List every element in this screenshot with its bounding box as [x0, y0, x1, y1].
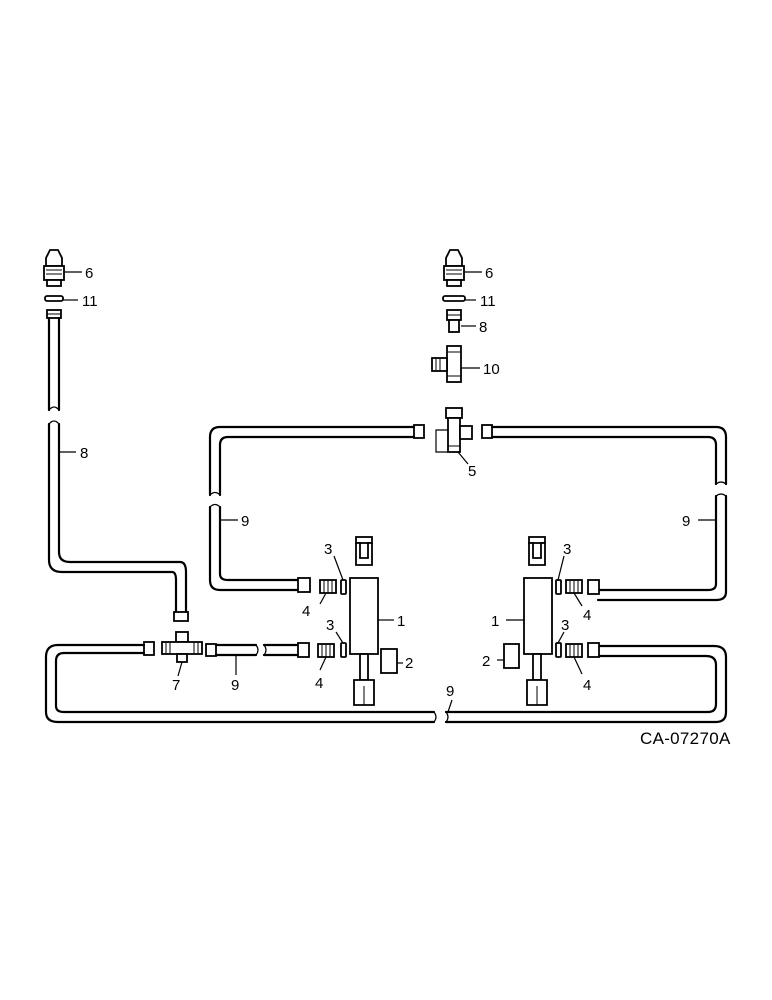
callout-9-bottom-center: 9: [446, 683, 454, 700]
callout-9-right: 9: [682, 513, 690, 530]
callout-9-bottom-mid: 9: [231, 677, 239, 694]
drawing-number: CA-07270A: [640, 729, 731, 748]
callout-6-left: 6: [85, 265, 93, 282]
callout-10: 10: [483, 361, 500, 378]
upper-right-loop: [481, 424, 728, 602]
bottom-outer-loop: [44, 641, 728, 724]
callout-leaders: [59, 271, 716, 713]
callout-labels: 6 11 8 6 11 8 10 5 9 9 3 3 1 1 4 4 3 3 2…: [80, 265, 690, 700]
right-valve-stack: [431, 249, 473, 453]
callout-8-top: 8: [479, 319, 487, 336]
callout-4-left-upper: 4: [302, 603, 310, 620]
right-cylinder-assembly: [503, 536, 583, 706]
callout-9-left: 9: [241, 513, 249, 530]
callout-3-left-lower: 3: [326, 617, 334, 634]
bottom-mid-tube: [205, 642, 310, 658]
callout-3-right-upper: 3: [563, 541, 571, 558]
callout-2-right: 2: [482, 653, 490, 670]
callout-6-right: 6: [485, 265, 493, 282]
callout-1-right: 1: [491, 613, 499, 630]
left-fuel-line: [47, 316, 189, 622]
callout-1-left: 1: [397, 613, 405, 630]
callout-8-left: 8: [80, 445, 88, 462]
callout-4-left-lower: 4: [315, 675, 323, 692]
callout-3-right-lower: 3: [561, 617, 569, 634]
callout-7: 7: [172, 677, 180, 694]
left-cylinder-assembly: [317, 536, 398, 706]
callout-11-left: 11: [82, 293, 98, 310]
upper-left-loop: [208, 424, 425, 593]
callout-3-left-upper: 3: [324, 541, 332, 558]
callout-11-right: 11: [480, 293, 496, 310]
callout-5: 5: [468, 463, 476, 480]
callout-4-right-upper: 4: [583, 607, 591, 624]
left-valve-assembly: [43, 249, 65, 319]
callout-4-right-lower: 4: [583, 677, 591, 694]
bottom-left-tee: [161, 631, 203, 663]
callout-2-left: 2: [405, 655, 413, 672]
